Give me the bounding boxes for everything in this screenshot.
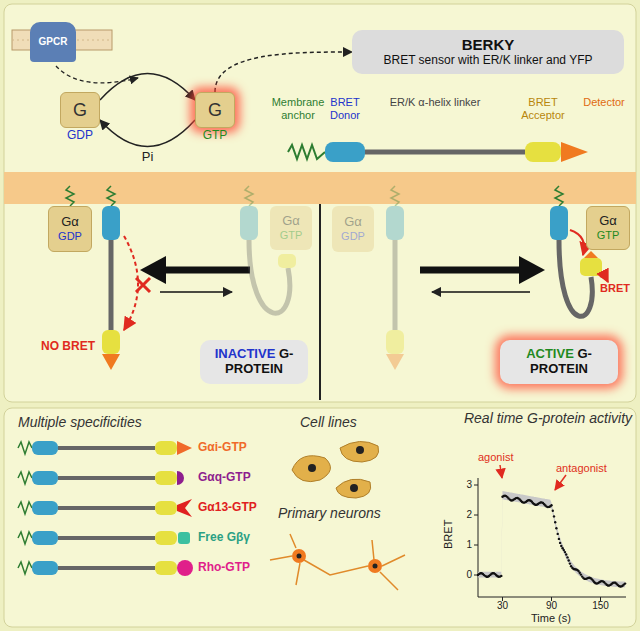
node-box: GαGTP: [586, 206, 630, 250]
node-title: BERKY: [462, 36, 515, 53]
node-text: GDP: [341, 230, 365, 243]
neurons: [270, 534, 405, 590]
label-text: Membrane anchor: [268, 96, 328, 121]
data-point: [558, 538, 560, 540]
node-box: GGDP: [60, 92, 100, 128]
label-text: ER/K α-helix linker: [385, 96, 485, 109]
data-point: [565, 553, 567, 555]
node-title: G: [73, 100, 87, 121]
data-point: [552, 510, 554, 512]
data-point: [550, 504, 552, 506]
label-text: antagonist: [556, 462, 626, 475]
connector-arrow: [100, 120, 195, 147]
data-point: [564, 551, 566, 553]
activation-arrow: [56, 66, 138, 83]
equilibrium-arrows: [140, 256, 545, 292]
data-point: [553, 515, 555, 517]
label-text: 30: [488, 600, 518, 612]
data-point: [624, 582, 626, 584]
data-point: [566, 556, 568, 558]
node-title: ACTIVE G-PROTEIN: [504, 347, 614, 377]
label-text: Primary neurons: [278, 505, 408, 521]
node-title: Gα: [61, 215, 79, 230]
cells: [292, 441, 379, 498]
label-text: 3: [458, 479, 472, 491]
error-band: [478, 491, 625, 587]
node-title: Gα: [344, 215, 362, 230]
bret-trace: [477, 491, 627, 588]
label-text: BRET Donor: [323, 96, 367, 121]
edge-label: Pi: [140, 150, 156, 165]
label-text: Gαi-GTP: [198, 441, 298, 455]
data-point: [557, 533, 559, 535]
node-box: GPCR: [30, 22, 76, 62]
data-point: [555, 527, 557, 529]
node-title: INACTIVE G-PROTEIN: [204, 347, 304, 377]
label-text: 2: [458, 509, 472, 521]
node-title: GPCR: [39, 36, 68, 48]
node-box: GαGDP: [332, 206, 374, 252]
label-text: Rho-GTP: [198, 561, 298, 575]
panels: [4, 4, 636, 627]
node-box: INACTIVE G-PROTEIN: [200, 340, 308, 384]
node-box: BERKYBRET sensor with ER/K linker and YF…: [352, 30, 624, 74]
sensor-variants: [18, 441, 193, 576]
label-text: agonist: [478, 451, 528, 464]
data-point: [554, 521, 556, 523]
node-text: GDP: [58, 230, 82, 243]
label-text: 1: [458, 539, 472, 551]
label-text: 0: [458, 569, 472, 581]
label-text: Detector: [577, 96, 631, 109]
label-text: Cell lines: [300, 414, 400, 430]
label-text: Free Gβγ: [198, 531, 298, 545]
label-text: Multiple specificities: [18, 414, 218, 430]
connector-arrow: [100, 74, 195, 101]
node-box: GαGDP: [48, 206, 92, 252]
label-text: NO BRET: [38, 340, 98, 354]
node-title: Gα: [599, 214, 617, 229]
data-point: [500, 575, 502, 577]
label-text: Time (s): [521, 612, 581, 625]
label-text: BRET: [600, 282, 636, 295]
label-text: Gαq-GTP: [198, 471, 298, 485]
node-title: Gα: [282, 214, 300, 229]
node-box: ACTIVE G-PROTEIN: [500, 340, 618, 384]
data-point: [560, 545, 562, 547]
label-text: 150: [586, 600, 616, 612]
node-text: GTP: [280, 229, 303, 242]
node-box: GαGTP: [270, 206, 312, 250]
divider: [319, 204, 321, 400]
node-text: GDP: [61, 129, 99, 143]
data-point: [580, 573, 582, 575]
data-point: [568, 559, 570, 561]
data-point: [559, 542, 561, 544]
data-point: [563, 549, 565, 551]
data-point: [569, 562, 571, 564]
membrane: [4, 172, 636, 204]
node-title: G: [208, 100, 222, 121]
node-box: GGTP: [195, 92, 235, 128]
label-text: Real time G-protein activity: [462, 410, 634, 426]
chart-axes: [474, 465, 626, 601]
node-text: GTP: [597, 229, 620, 242]
sensor-scheme: [288, 142, 588, 162]
node-text: BRET sensor with ER/K linker and YFP: [384, 54, 593, 68]
label-text: BRET Acceptor: [515, 96, 571, 121]
node-text: GTP: [196, 129, 234, 143]
connector-arrow: [215, 52, 352, 92]
label-text: 90: [537, 600, 567, 612]
label-text: BRET: [442, 514, 455, 554]
